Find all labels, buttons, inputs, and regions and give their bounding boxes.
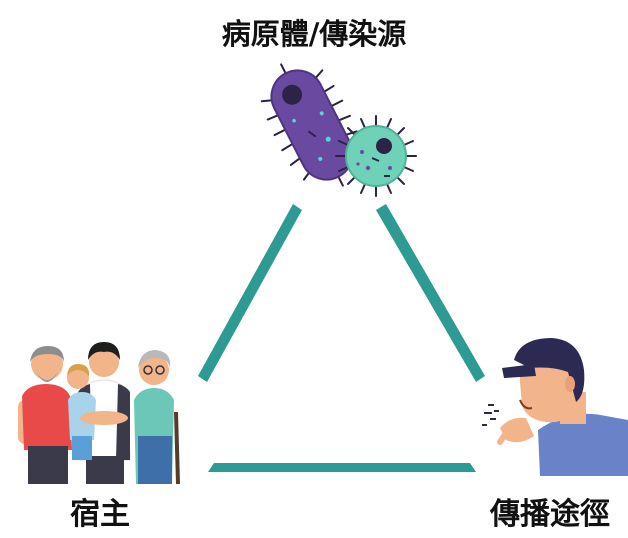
family-group-icon <box>18 342 180 485</box>
round-bacterium-icon <box>335 115 417 197</box>
grandfather-figure <box>18 346 72 484</box>
child-figure <box>67 364 128 460</box>
triangle <box>198 204 485 472</box>
edge-host-transmission <box>208 463 476 472</box>
bacteria-icon <box>260 63 417 197</box>
pathogen-label: 病原體/傳染源 <box>221 17 407 51</box>
host-label: 宿主 <box>70 497 130 532</box>
transmission-label: 傳播途徑 <box>490 497 610 532</box>
cough-droplets <box>482 404 499 426</box>
edge-pathogen-transmission <box>376 204 485 382</box>
coughing-person-icon <box>482 338 628 476</box>
edge-pathogen-host <box>198 204 302 382</box>
grandmother-figure <box>134 350 180 485</box>
rod-bacterium-icon <box>260 63 362 187</box>
